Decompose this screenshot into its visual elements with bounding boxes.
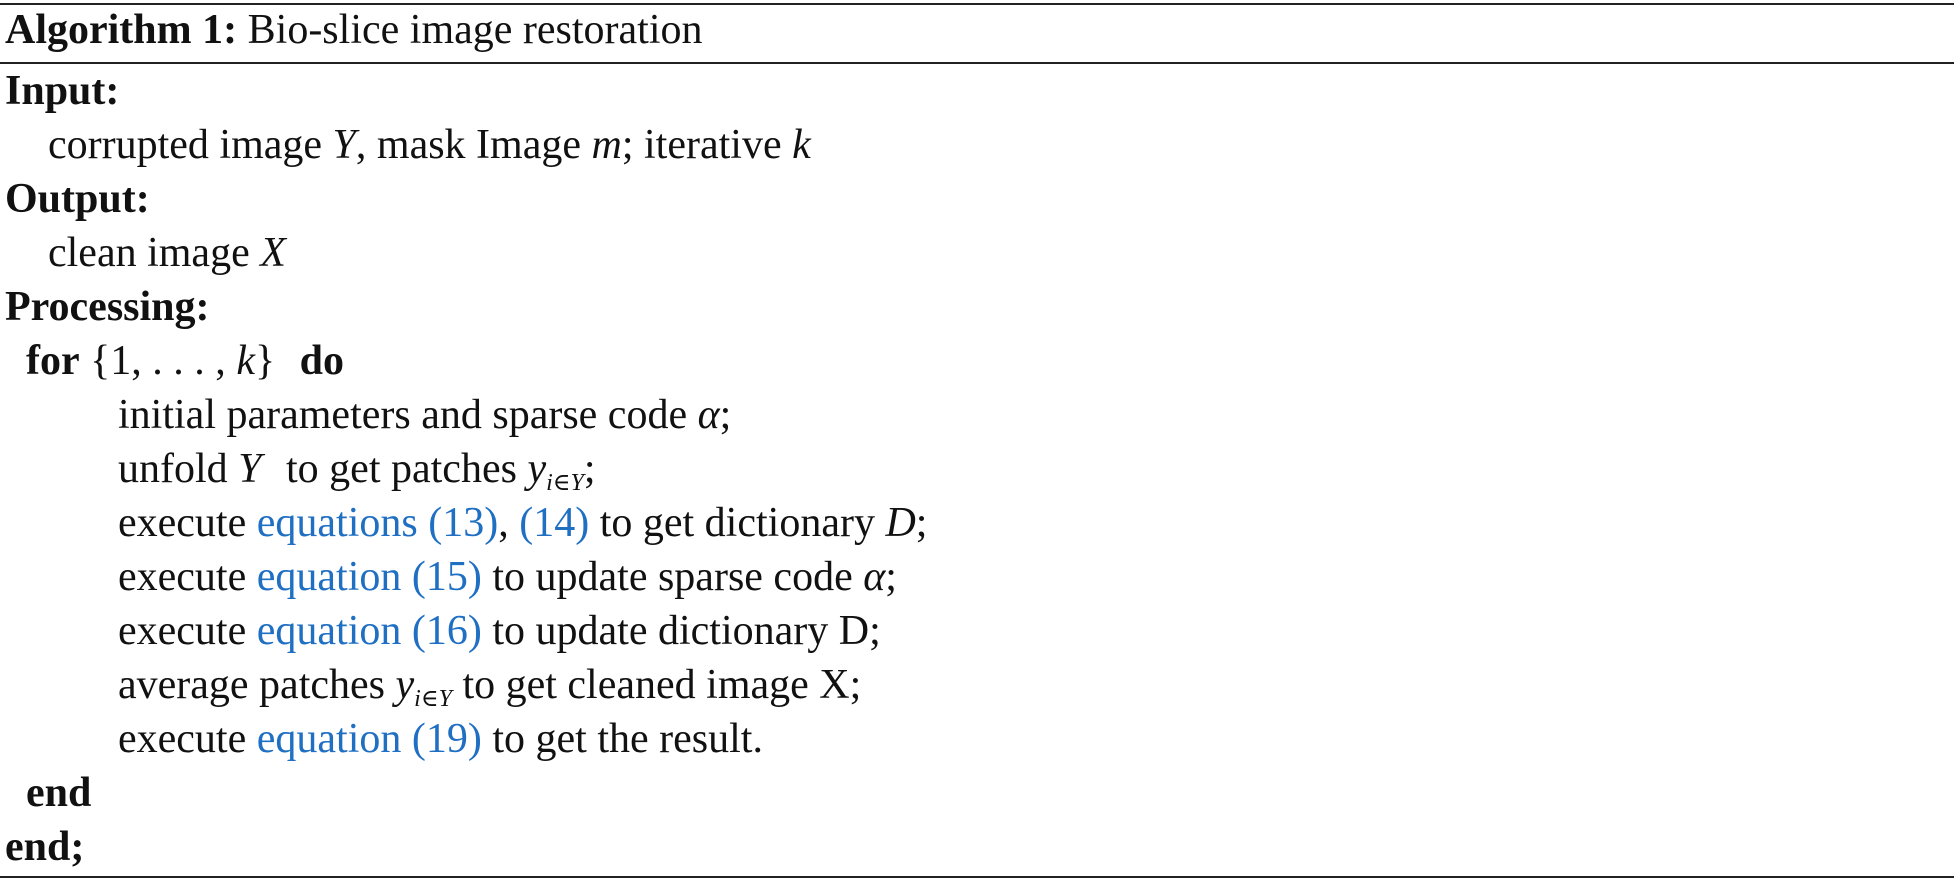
end-algorithm: end; <box>5 824 85 870</box>
output-header: Output: <box>5 176 150 222</box>
var-alpha: α <box>697 392 720 438</box>
equation-link-15[interactable]: equation (15) <box>256 554 482 600</box>
step-text: ; <box>583 446 596 492</box>
keyword-do: do <box>299 338 344 384</box>
step-text: to get cleaned image X; <box>451 662 862 708</box>
step-text: to get patches <box>275 446 528 492</box>
step-text: ; <box>719 392 732 438</box>
var-Y: Y <box>332 122 356 168</box>
output-text: clean image <box>48 230 261 276</box>
step-initialize: initial parameters and sparse code α; <box>118 388 731 442</box>
top-rule <box>0 3 1954 5</box>
step-text: , <box>498 500 520 546</box>
step-text: average patches <box>118 662 396 708</box>
for-line: for {1, . . . , k} do <box>26 334 344 388</box>
bottom-rule <box>0 876 1954 878</box>
equation-link-14[interactable]: (14) <box>519 500 590 546</box>
step-text: unfold <box>118 446 239 492</box>
step-text: initial parameters and sparse code <box>118 392 698 438</box>
step-update-dictionary: execute equation (16) to update dictiona… <box>118 604 881 658</box>
input-text-3: ; iterative <box>621 122 793 168</box>
algorithm-name: Bio-slice image restoration <box>247 7 703 53</box>
subscript: i∈Y <box>546 470 584 496</box>
step-text: ; <box>885 554 897 600</box>
step-unfold: unfold Y to get patches yi∈Y; <box>118 442 596 496</box>
var-y: y <box>527 446 547 492</box>
end-for: end <box>26 770 92 816</box>
set-close: } <box>254 338 276 384</box>
var-alpha: α <box>863 554 886 600</box>
var-y: y <box>395 662 415 708</box>
keyword-for: for <box>26 338 80 384</box>
step-average: average patches yi∈Y to get cleaned imag… <box>118 658 861 712</box>
algorithm-title: Algorithm 1: Bio-slice image restoration <box>5 3 703 57</box>
step-text: execute <box>118 500 257 546</box>
var-k: k <box>236 338 255 384</box>
input-line: corrupted image Y, mask Image m; iterati… <box>48 118 811 172</box>
input-text-1: corrupted image <box>48 122 333 168</box>
var-D: D <box>885 500 916 546</box>
step-text: execute <box>118 608 257 654</box>
equation-link-13[interactable]: equations (13) <box>256 500 499 546</box>
var-Y: Y <box>238 446 262 492</box>
step-text: to update sparse code <box>481 554 864 600</box>
set-open: {1, . . . , <box>90 338 237 384</box>
step-result: execute equation (19) to get the result. <box>118 712 763 766</box>
equation-link-16[interactable]: equation (16) <box>256 608 482 654</box>
subscript: i∈Y <box>414 686 452 712</box>
input-text-2: , mask Image <box>355 122 592 168</box>
equation-link-19[interactable]: equation (19) <box>256 716 482 762</box>
step-text: execute <box>118 554 257 600</box>
step-text: execute <box>118 716 257 762</box>
step-text: to get the result. <box>481 716 763 762</box>
step-text: to get dictionary <box>589 500 886 546</box>
step-text: to update dictionary D; <box>481 608 881 654</box>
algorithm-label: Algorithm 1: <box>5 7 238 53</box>
step-update-sparse: execute equation (15) to update sparse c… <box>118 550 897 604</box>
processing-header: Processing: <box>5 284 210 330</box>
header-rule <box>0 62 1954 64</box>
step-dictionary: execute equations (13), (14) to get dict… <box>118 496 927 550</box>
var-k: k <box>792 122 811 168</box>
var-X: X <box>260 230 286 276</box>
step-text: ; <box>915 500 928 546</box>
output-line: clean image X <box>48 226 286 280</box>
var-m: m <box>591 122 622 168</box>
input-header: Input: <box>5 68 120 114</box>
